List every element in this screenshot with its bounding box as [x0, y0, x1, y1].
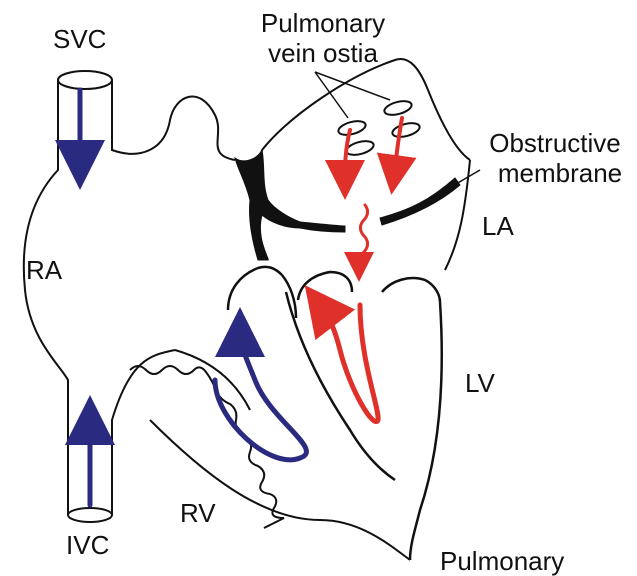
right-heart-outline — [24, 71, 235, 522]
label-pulmonary-bottom: Pulmonary — [440, 548, 564, 574]
mitral-leaflet-left — [298, 272, 352, 300]
label-lv: LV — [465, 370, 495, 396]
mitral-leaflet-right — [382, 278, 440, 302]
rv-flow-arrow — [215, 332, 306, 460]
flow-arrows — [80, 90, 402, 505]
lv-flow-arrow — [320, 305, 378, 422]
la-right-wall — [445, 160, 470, 270]
label-la: LA — [482, 213, 514, 239]
label-obstructive-membrane-2: membrane — [490, 160, 630, 186]
label-ivc: IVC — [66, 532, 109, 558]
ivc-opening — [68, 508, 112, 522]
left-atrium-outline — [255, 59, 470, 270]
septum-upper — [235, 150, 300, 260]
rv-bottom-wall — [150, 420, 410, 560]
leader-membrane — [420, 170, 480, 205]
obstructive-membrane-band-left — [300, 222, 345, 232]
ra-right-wall — [112, 80, 235, 160]
label-pulmonary-vein-ostia-2: vein ostia — [248, 40, 398, 66]
ostium-4 — [391, 121, 421, 140]
ra-left-wall — [24, 80, 68, 515]
tricuspid-leaflet-right — [282, 275, 296, 318]
svc-opening — [58, 71, 112, 89]
label-ra: RA — [26, 257, 62, 283]
lv-left-wall — [286, 292, 395, 480]
label-obstructive-membrane-1: Obstructive — [480, 130, 630, 156]
label-rv: RV — [180, 500, 216, 526]
ivc-right-wall — [112, 350, 175, 515]
label-pulmonary-vein-ostia-1: Pulmonary — [248, 10, 398, 36]
obstructive-membrane-band-right — [380, 178, 460, 225]
valves-and-ventricle — [228, 267, 442, 560]
septum-bands — [235, 150, 460, 260]
ostium-3 — [383, 99, 413, 118]
label-svc: SVC — [53, 26, 106, 52]
tricuspid-leaflet-left — [228, 267, 282, 310]
membrane-flow-arrow — [359, 205, 368, 267]
la-top-wall — [262, 59, 470, 160]
pulmonary-vein-ostia — [337, 99, 421, 158]
ostium-1 — [337, 119, 367, 138]
lv-right-wall — [410, 302, 442, 560]
